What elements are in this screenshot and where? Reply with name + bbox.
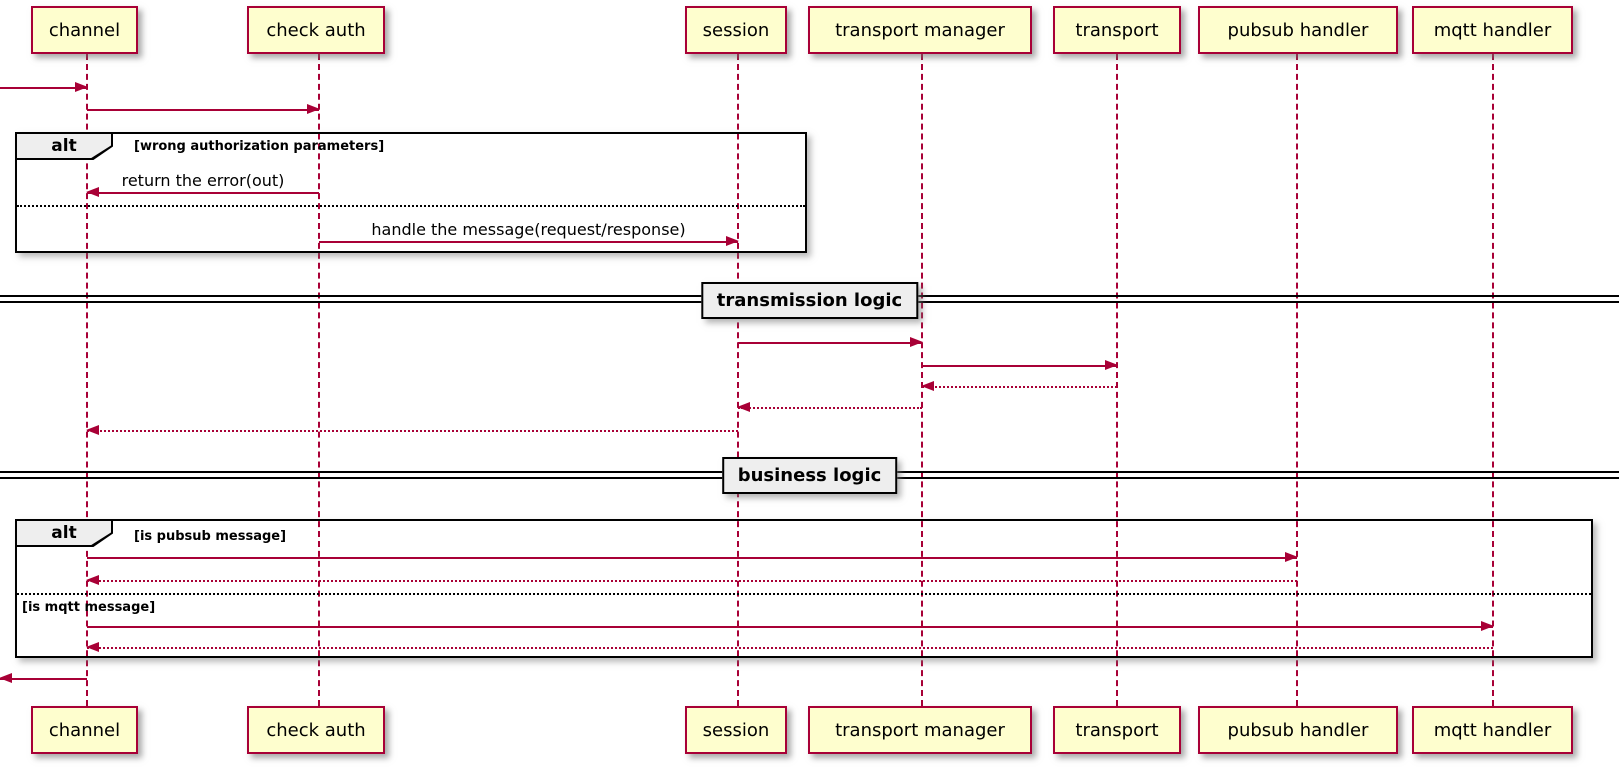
participant-label: check auth xyxy=(266,19,366,41)
participant-transport-top: transport xyxy=(1053,6,1181,54)
arrow-session-to-transport-manager xyxy=(738,337,923,347)
alt-operator-tab: alt xyxy=(15,132,113,160)
lifeline-check-auth xyxy=(318,54,320,706)
participant-transport-manager-top: transport manager xyxy=(808,6,1032,54)
participant-mqtt-handler-top: mqtt handler xyxy=(1412,6,1573,54)
arrow-transport-manager-to-transport xyxy=(922,360,1118,370)
alt-condition-label: [is pubsub message] xyxy=(134,529,287,544)
arrow-transport-return xyxy=(921,381,1117,391)
participant-channel-top: channel xyxy=(31,6,138,54)
lifeline-mqtt-handler xyxy=(1492,54,1494,706)
participant-label: mqtt handler xyxy=(1433,19,1552,41)
participant-check-auth-bottom: check auth xyxy=(247,706,385,754)
message-label-return-error: return the error(out) xyxy=(121,171,285,190)
arrow-mqtt-handler-return xyxy=(86,642,1493,652)
participant-session-bottom: session xyxy=(685,706,787,754)
arrow-channel-to-check-auth xyxy=(87,104,320,114)
arrow-channel-to-mqtt-handler xyxy=(87,621,1494,631)
participant-label: transport xyxy=(1075,19,1159,41)
participant-transport-bottom: transport xyxy=(1053,706,1181,754)
lifeline-transport-manager xyxy=(921,54,923,706)
alt-frame-auth: alt [wrong authorization parameters] xyxy=(15,132,807,253)
lifeline-session xyxy=(737,54,739,706)
divider-label-transmission-logic: transmission logic xyxy=(700,282,919,319)
participant-label: transport manager xyxy=(835,19,1005,41)
arrow-return-the-error xyxy=(86,187,319,197)
alt-frame-business: alt [is pubsub message] [is mqtt message… xyxy=(15,519,1593,658)
alt-operator-label: alt xyxy=(17,134,111,158)
arrow-transport-manager-return xyxy=(737,402,922,412)
lifeline-pubsub-handler xyxy=(1296,54,1298,706)
alt-else-separator xyxy=(17,205,805,207)
participant-transport-manager-bottom: transport manager xyxy=(808,706,1032,754)
participant-pubsub-handler-bottom: pubsub handler xyxy=(1198,706,1398,754)
lifeline-channel xyxy=(86,54,88,706)
arrow-channel-to-edge xyxy=(0,673,87,683)
participant-label: session xyxy=(702,719,770,741)
participant-label: session xyxy=(702,19,770,41)
alt-else-condition-label: [is mqtt message] xyxy=(22,600,156,615)
participant-session-top: session xyxy=(685,6,787,54)
participant-label: channel xyxy=(48,19,121,41)
arrow-handle-the-message xyxy=(319,236,739,246)
arrow-session-return xyxy=(86,425,738,435)
participant-label: mqtt handler xyxy=(1433,719,1552,741)
participant-pubsub-handler-top: pubsub handler xyxy=(1198,6,1398,54)
arrow-edge-to-channel xyxy=(0,82,88,92)
participant-mqtt-handler-bottom: mqtt handler xyxy=(1412,706,1573,754)
arrow-pubsub-handler-return xyxy=(86,575,1297,585)
participant-label: transport manager xyxy=(835,719,1005,741)
participant-label: pubsub handler xyxy=(1227,19,1369,41)
participant-label: channel xyxy=(48,719,121,741)
message-label-handle-message: handle the message(request/response) xyxy=(371,220,686,239)
participant-channel-bottom: channel xyxy=(31,706,138,754)
alt-operator-label: alt xyxy=(17,521,111,545)
alt-condition-label: [wrong authorization parameters] xyxy=(134,139,385,154)
participant-label: transport xyxy=(1075,719,1159,741)
participant-check-auth-top: check auth xyxy=(247,6,385,54)
alt-operator-tab: alt xyxy=(15,519,113,547)
participant-label: pubsub handler xyxy=(1227,719,1369,741)
lifeline-transport xyxy=(1116,54,1118,706)
alt-else-separator xyxy=(17,593,1591,595)
arrow-channel-to-pubsub-handler xyxy=(87,552,1298,562)
participant-label: check auth xyxy=(266,719,366,741)
divider-label-business-logic: business logic xyxy=(721,457,898,494)
